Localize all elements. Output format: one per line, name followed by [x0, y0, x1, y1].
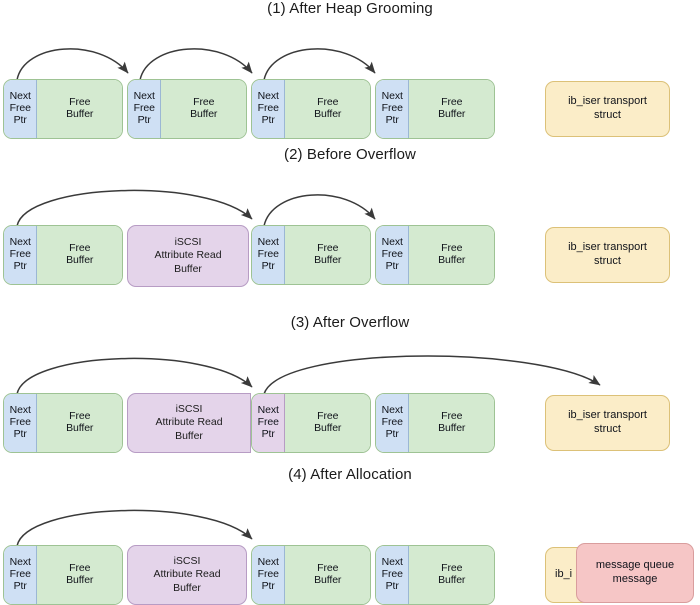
panel-title: (3) After Overflow	[290, 314, 410, 331]
transport-struct-clipped-label: ib_i	[555, 568, 573, 581]
panel-title: (1) After Heap Grooming	[267, 0, 433, 17]
panel-title: (4) After Allocation	[288, 466, 412, 483]
panel-title: (2) Before Overflow	[284, 146, 416, 163]
